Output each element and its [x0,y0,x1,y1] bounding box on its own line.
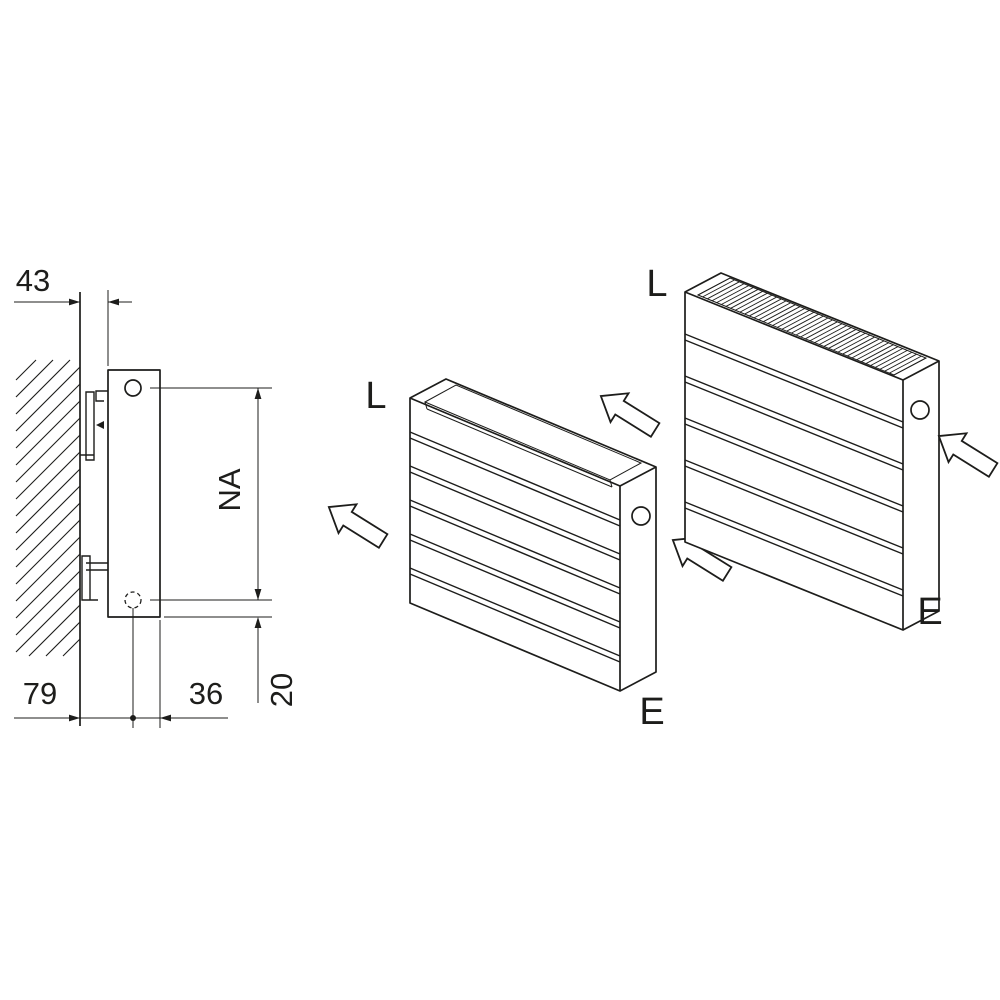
radiator-body [409,378,657,692]
connection-label-l: L [646,263,667,305]
dim-bottom-offset-label: 20 [264,673,299,707]
top-grille [697,277,927,376]
side-view: 43 NA 79 36 20 [14,263,299,728]
top-opening [423,384,643,488]
front-slats [409,431,621,663]
connection-label-e: E [639,691,664,733]
mounting-bracket-bottom [81,555,108,601]
radiator-side-outline [107,369,161,618]
dim-wall-to-pipe-label: 79 [23,676,57,711]
wall-hatching [15,359,81,657]
body-edges [409,397,657,691]
dim-pipe-to-front-label: 36 [189,676,223,711]
dim-wall-clearance-label: 43 [16,263,50,298]
iso-radiator-right: L E [599,263,999,633]
bracket-clip-icon [96,421,104,429]
end-tapping-circle [631,506,651,526]
connection-label-l: L [365,375,386,417]
flow-arrow-icon [327,503,389,549]
dim-hub-spacing-label: NA [212,468,247,511]
radiator-body [684,272,940,631]
connection-label-e: E [917,591,942,633]
flow-arrow-icon [599,392,661,438]
pipe-center-dot [130,715,136,721]
front-slats [684,333,904,597]
iso-radiator-middle: L E [327,375,733,733]
flow-arrow-icon [937,432,999,478]
top-tapping-circle [124,379,142,397]
dimension-lines [14,290,272,728]
mounting-bracket-top [80,390,108,461]
end-tapping-circle [910,400,930,420]
bottom-tapping-circle [124,591,142,609]
dimension-arrowheads [69,298,262,722]
